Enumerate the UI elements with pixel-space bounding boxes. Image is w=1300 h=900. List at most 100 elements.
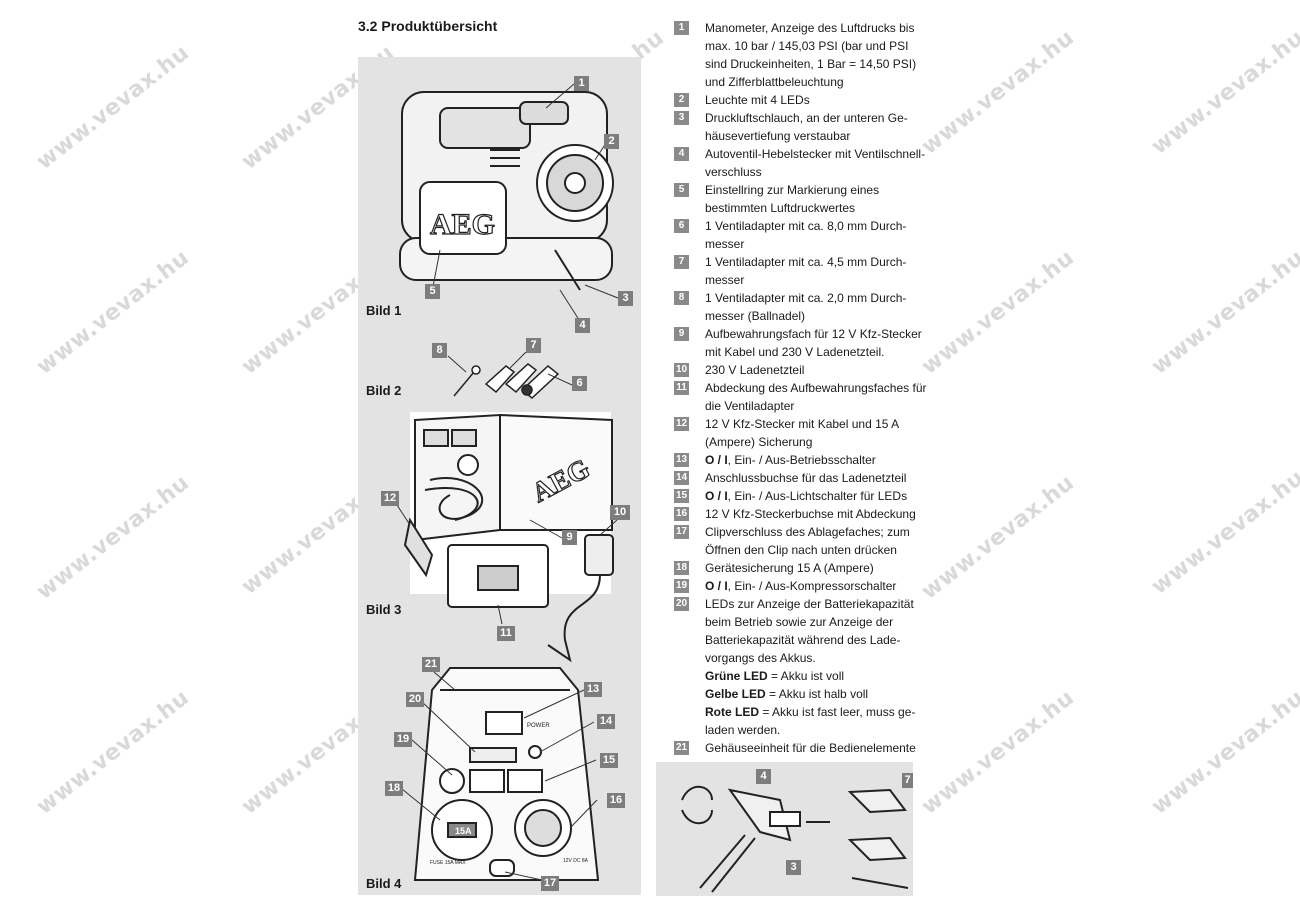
led-status-text: = Akku ist halb voll <box>765 687 869 701</box>
callout-11: 11 <box>497 626 515 641</box>
legend-text-line: (Ampere) Sicherung <box>705 435 813 449</box>
callout-9: 9 <box>562 530 577 545</box>
legend-text-line: 12 V Kfz-Steckerbuchse mit Abdeckung <box>705 507 916 521</box>
legend-bold-term: O / I <box>705 579 728 593</box>
callout-6: 6 <box>572 376 587 391</box>
legend-text: , Ein- / Aus-Kompressorschalter <box>727 579 897 593</box>
legend-number: 11 <box>674 381 689 395</box>
bild4-leaders <box>401 671 598 881</box>
legend-text-line: LEDs zur Anzeige der Batteriekapazität <box>705 597 914 611</box>
legend-text-line: Manometer, Anzeige des Luftdrucks bis <box>705 21 915 35</box>
legend-number: 20 <box>674 597 689 611</box>
legend-text: , Ein- / Aus-Lichtschalter für LEDs <box>727 489 908 503</box>
led-status-text: = Akku ist voll <box>767 669 845 683</box>
figure-label-bild4: Bild 4 <box>366 876 402 891</box>
callout-3: 3 <box>618 291 633 306</box>
led-status-text: = Akku ist fast leer, muss ge- <box>759 705 916 719</box>
callout-10: 10 <box>610 505 630 520</box>
legend-text-line: max. 10 bar / 145,03 PSI (bar und PSI <box>705 39 909 53</box>
callout-18: 18 <box>385 781 403 796</box>
callout-15: 15 <box>600 753 618 768</box>
led-status-text: laden werden. <box>705 723 781 737</box>
led-status-line: laden werden. <box>705 721 947 739</box>
legend-text-line: Clipverschluss des Ablagefaches; zum <box>705 525 910 539</box>
legend-number: 21 <box>674 741 689 755</box>
legend-number: 12 <box>674 417 689 431</box>
legend-text-line: verschluss <box>705 165 762 179</box>
legend-bold-term: O / I <box>705 453 728 467</box>
legend-number: 18 <box>674 561 689 575</box>
legend-number: 6 <box>674 219 689 233</box>
legend-item-14: 14 Anschlussbuchse für das Ladenetzteil <box>672 469 947 487</box>
legend-text-line: und Zifferblattbeleuchtung <box>705 75 844 89</box>
legend-item-20: 20 LEDs zur Anzeige der Batteriekapazität… <box>672 595 947 739</box>
led-color-term: Gelbe LED <box>705 687 766 701</box>
legend-item-19: 19 O / I, Ein- / Aus-Kompressorschalter <box>672 577 947 595</box>
legend-text-line: messer <box>705 273 745 287</box>
legend-text-line: Anschlussbuchse für das Ladenetzteil <box>705 471 907 485</box>
legend-text-line: beim Betrieb sowie zur Anzeige der <box>705 615 894 629</box>
legend-text-line: O / I, Ein- / Aus-Betriebsschalter <box>705 451 947 469</box>
callout-13: 13 <box>584 682 602 697</box>
legend-number: 8 <box>674 291 689 305</box>
detail-callout-4: 4 <box>756 769 771 784</box>
brand-logo: AEG <box>430 208 495 241</box>
legend-text-line: mit Kabel und 230 V Ladenetzteil. <box>705 345 885 359</box>
legend-number: 16 <box>674 507 689 521</box>
legend-text-line: Leuchte mit 4 LEDs <box>705 93 810 107</box>
legend-text-line: O / I, Ein- / Aus-Lichtschalter für LEDs <box>705 487 947 505</box>
callout-12: 12 <box>381 491 399 506</box>
legend-text-line: Druckluftschlauch, an der unteren Ge- <box>705 111 908 125</box>
detail-illustration <box>681 785 909 893</box>
legend-text-line: Öffnen den Clip nach unten drücken <box>705 543 897 557</box>
legend-text-line: messer (Ballnadel) <box>705 309 806 323</box>
legend-number: 19 <box>674 579 689 593</box>
legend-text-line: vorgangs des Akkus. <box>705 651 816 665</box>
legend-item-21: 21 Gehäuseeinheit für die Bedienelemente <box>672 739 947 757</box>
legend-text-line: 1 Ventiladapter mit ca. 2,0 mm Durch- <box>705 291 907 305</box>
legend-text-line: die Ventiladapter <box>705 399 795 413</box>
legend-text-line: Aufbewahrungsfach für 12 V Kfz-Stecker <box>705 327 922 341</box>
legend-item-18: 18 Gerätesicherung 15 A (Ampere) <box>672 559 947 577</box>
legend-text-line: Einstellring zur Markierung eines <box>705 183 880 197</box>
bild3-leaders <box>396 504 618 625</box>
legend-number: 9 <box>674 327 689 341</box>
legend-text-line: Abdeckung des Aufbewahrungsfaches für <box>705 381 927 395</box>
legend-text-line: 1 Ventiladapter mit ca. 8,0 mm Durch- <box>705 219 907 233</box>
socket-label: 12V DC 8A <box>563 858 589 864</box>
legend-text-line: Gerätesicherung 15 A (Ampere) <box>705 561 874 575</box>
legend-number: 14 <box>674 471 689 485</box>
control-panel-illustration <box>413 667 600 881</box>
legend-item-8: 8 1 Ventiladapter mit ca. 2,0 mm Durch-me… <box>672 289 947 325</box>
led-color-term: Rote LED <box>705 705 759 719</box>
led-status-line: Rote LED = Akku ist fast leer, muss ge- <box>705 703 947 721</box>
fuse-label: FUSE 15A MAX <box>430 860 466 866</box>
section-title: 3.2 Produktübersicht <box>358 18 498 34</box>
legend-text: , Ein- / Aus-Betriebsschalter <box>727 453 876 467</box>
legend-text-line: messer <box>705 237 745 251</box>
legend-bold-term: O / I <box>705 489 728 503</box>
callout-4: 4 <box>575 318 590 333</box>
callout-2: 2 <box>604 134 619 149</box>
legend-item-16: 16 12 V Kfz-Steckerbuchse mit Abdeckung <box>672 505 947 523</box>
callout-1: 1 <box>574 76 589 91</box>
legend-text-line: sind Druckeinheiten, 1 Bar = 14,50 PSI) <box>705 57 917 71</box>
legend-text-line: 1 Ventiladapter mit ca. 4,5 mm Durch- <box>705 255 907 269</box>
legend-text-line: häusevertiefung verstaubar <box>705 129 851 143</box>
legend-number: 10 <box>674 363 689 377</box>
callout-14: 14 <box>597 714 615 729</box>
callout-17: 17 <box>541 876 559 891</box>
legend-text-line: bestimmten Luftdruckwertes <box>705 201 856 215</box>
legend-text-line: Gehäuseeinheit für die Bedienelemente <box>705 741 916 755</box>
compressor-illustration <box>399 91 614 291</box>
adapters-illustration <box>447 351 573 399</box>
